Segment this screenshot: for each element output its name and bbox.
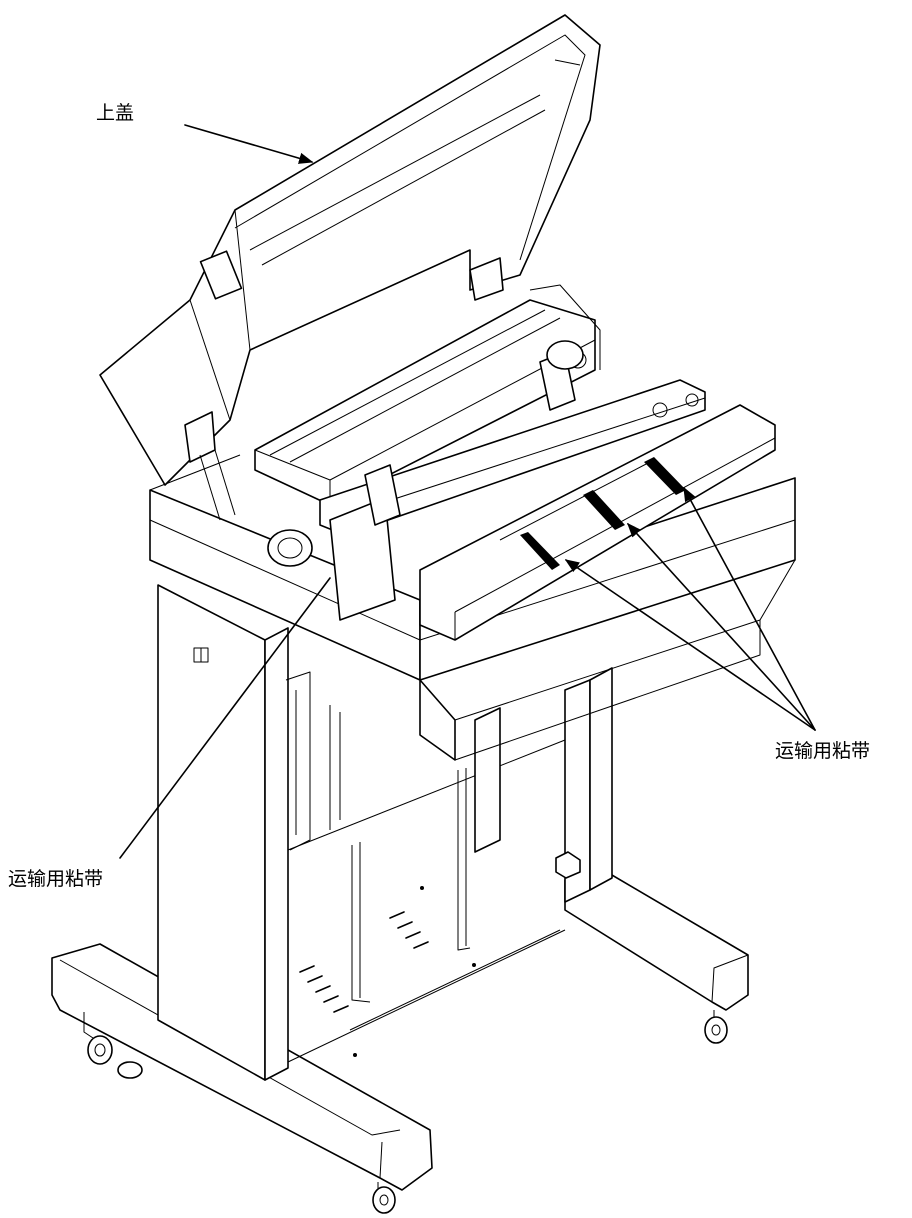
shipping-tape-label-right: 运输用粘带 [775, 740, 871, 762]
left-front-caster [83, 1012, 113, 1065]
shipping-tape-1 [520, 532, 560, 570]
top-cover-arrow [184, 124, 314, 164]
left-pillar [157, 584, 266, 1081]
tape-right-arrow-2 [627, 522, 816, 731]
tape-left-leader [119, 577, 331, 859]
vent-slots-left [299, 965, 349, 1013]
tape-right-arrow-1 [564, 559, 816, 731]
vent-slots-right [389, 911, 429, 949]
platen-knob [267, 529, 313, 567]
print-mechanism [254, 284, 706, 621]
shipping-tapes [520, 457, 686, 570]
shipping-tape-3 [644, 457, 686, 495]
stand [51, 584, 749, 1214]
paper-cover [419, 404, 776, 641]
tape-right-arrow-3 [683, 486, 816, 731]
right-caster [704, 1010, 728, 1044]
top-cover-label: 上盖 [96, 102, 135, 124]
shipping-tape-2 [583, 490, 625, 530]
front-caster [372, 1182, 396, 1214]
printer-cabinet [149, 454, 796, 761]
top-cover [99, 14, 601, 521]
right-foot [564, 867, 749, 1011]
shipping-tape-label-left: 运输用粘带 [8, 868, 104, 890]
left-rear-caster [117, 1061, 143, 1079]
leader-lines [119, 124, 816, 859]
